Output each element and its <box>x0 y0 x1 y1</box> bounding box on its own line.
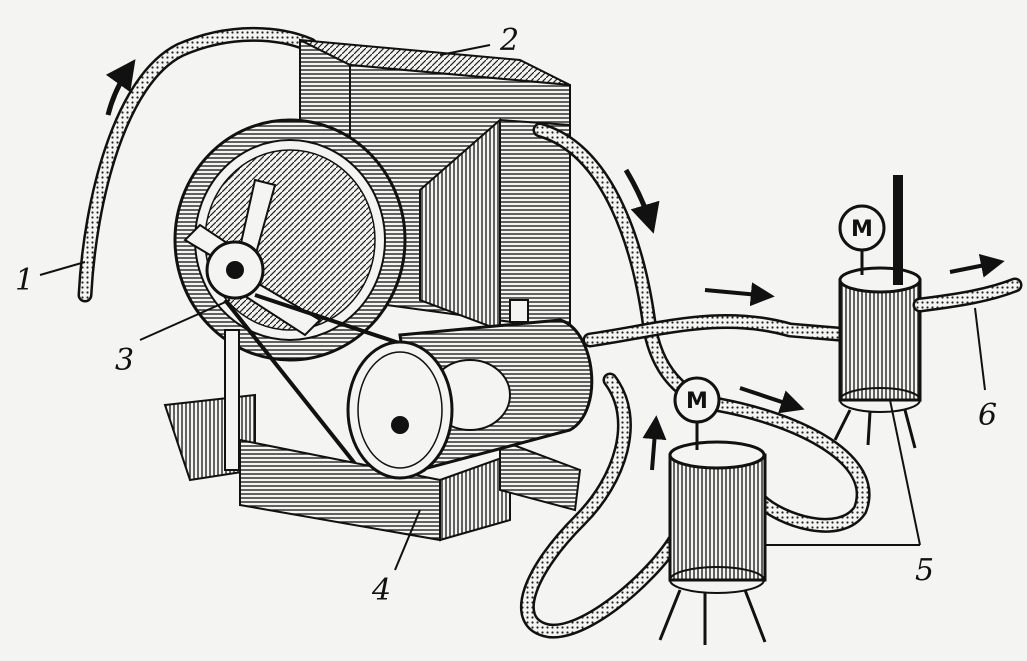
intake-flow-arrow <box>105 59 136 116</box>
intake-hose <box>77 26 318 303</box>
label-radiator: 2 <box>499 23 519 58</box>
loop-hose <box>712 397 871 533</box>
upper-gauge-symbol: M <box>851 217 873 242</box>
motor <box>346 299 594 480</box>
label-outlet-hose: 6 <box>978 398 997 433</box>
outlet-flow-arrow <box>949 253 1005 278</box>
lower-gauge-symbol: M <box>686 389 708 414</box>
label-motor: 4 <box>371 573 391 608</box>
lower-tank <box>658 420 767 645</box>
drive-belt <box>223 293 406 472</box>
upper-gauge-icon: M <box>838 204 886 252</box>
lower-hose <box>520 372 683 639</box>
leader-lines <box>39 44 986 571</box>
label-fan: 3 <box>115 343 134 378</box>
upper-tank <box>833 175 922 449</box>
lower-flow-arrow <box>642 415 667 471</box>
loop-flow-arrow <box>739 386 805 414</box>
outlet-hose <box>912 277 1023 313</box>
label-intake-hose: 1 <box>15 263 34 298</box>
lower-gauge-icon: M <box>673 376 721 424</box>
radiator-flow-arrow <box>623 168 660 234</box>
connecting-hose <box>582 313 858 348</box>
upper-flow-arrow <box>704 282 775 307</box>
label-tanks: 5 <box>915 553 934 588</box>
base-frame <box>163 329 582 542</box>
